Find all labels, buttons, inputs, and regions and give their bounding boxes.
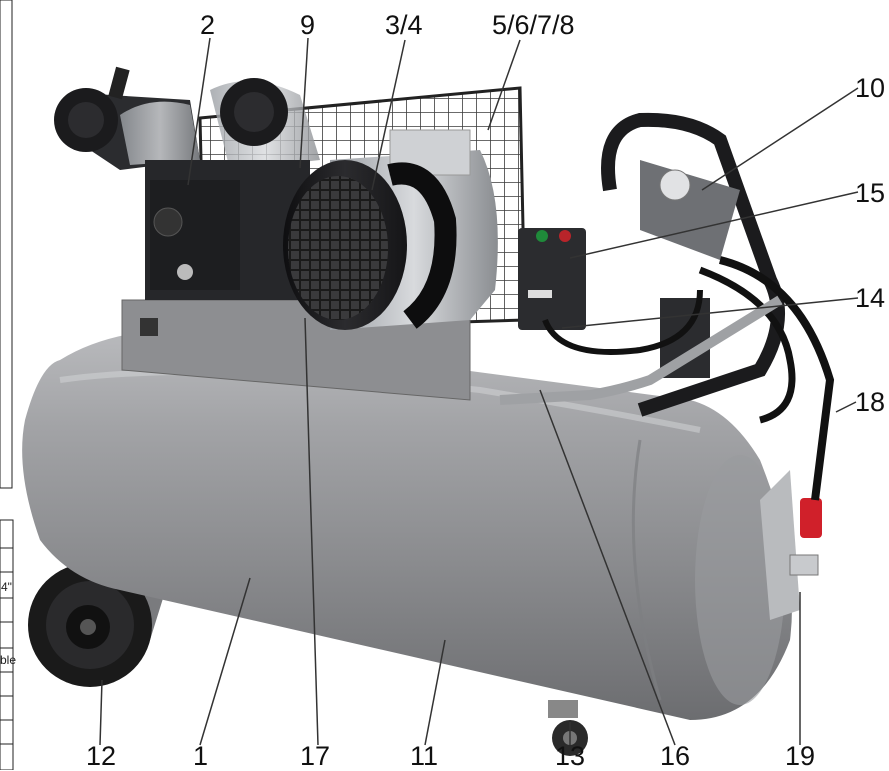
callout-2: 2 bbox=[200, 10, 216, 40]
callout-1: 1 bbox=[193, 741, 209, 771]
callout-18: 18 bbox=[855, 387, 886, 417]
side-table-cell: 4" bbox=[1, 580, 12, 594]
callout-12: 12 bbox=[86, 741, 117, 771]
handle-assembly bbox=[499, 112, 835, 501]
callout-17: 17 bbox=[300, 741, 331, 771]
callout-3-4: 3/4 bbox=[385, 10, 423, 40]
side-table-cell: ble bbox=[0, 653, 17, 667]
callout-11: 11 bbox=[410, 741, 439, 771]
side-frame bbox=[0, 0, 14, 770]
callout-9: 9 bbox=[300, 10, 316, 40]
air-filter bbox=[54, 66, 288, 152]
callout-10: 10 bbox=[855, 73, 886, 103]
callout-15: 15 bbox=[855, 178, 886, 208]
leader-lines bbox=[99, 37, 859, 746]
drain-valve bbox=[760, 470, 822, 620]
pressure-switch bbox=[518, 228, 586, 330]
callout-5-6-7-8: 5/6/7/8 bbox=[492, 10, 575, 40]
callout-14: 14 bbox=[855, 283, 886, 313]
callout-16: 16 bbox=[660, 741, 691, 771]
callout-13: 13 bbox=[555, 741, 586, 771]
callout-19: 19 bbox=[785, 741, 816, 771]
electric-motor bbox=[283, 129, 498, 330]
